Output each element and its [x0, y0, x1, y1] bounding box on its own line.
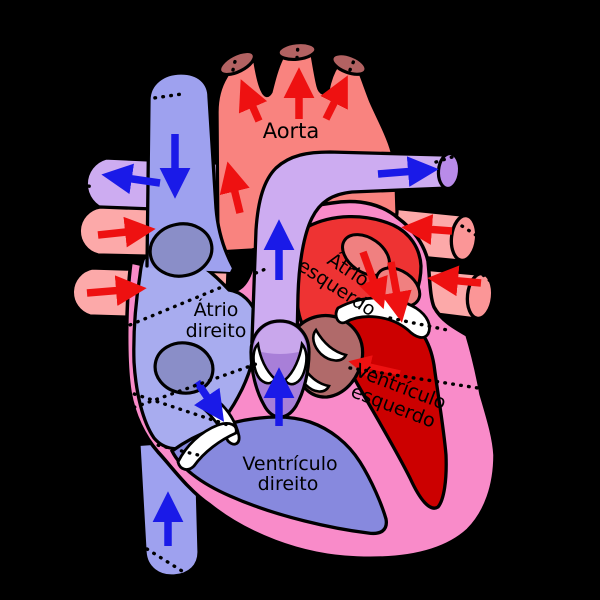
- oxygenated-flow-arrows: [86, 67, 482, 378]
- leader-svc: [145, 92, 184, 101]
- leader-aorta-cap-2: [295, 43, 300, 60]
- aortic-valve-leaflet-1: [311, 327, 348, 362]
- superior-vena-cava-outline: [145, 71, 235, 269]
- leader-aorta-cap-1: [231, 55, 238, 72]
- leader-aorta-cap-3: [348, 56, 357, 72]
- leader-aortic-valve-right: [348, 366, 480, 390]
- flow-arrow-right-vein-upper-in: [401, 214, 453, 245]
- flow-arrow-right-pa-out: [377, 156, 439, 187]
- label-right-atrium-line1: Átrio: [194, 298, 239, 321]
- leader-lines: [55, 43, 502, 573]
- label-right-ventricle-line2: direito: [258, 473, 319, 495]
- leader-mitral-right: [388, 316, 454, 333]
- flow-arrow-tricuspid-down: [193, 379, 225, 422]
- flow-arrow-left-vein-upper-in: [97, 216, 156, 248]
- flow-arrow-aorta-body-up: [219, 161, 250, 214]
- pulmonary-valve-highlight: [254, 323, 306, 354]
- inferior-vena-cava-outline: [137, 440, 201, 578]
- flow-arrow-aortic-valve-left: [348, 355, 401, 378]
- aorta-branch-cap-1: [218, 49, 256, 77]
- label-right-atrium-line2: direito: [186, 320, 247, 342]
- leader-pulmonary-valve: [102, 362, 258, 420]
- flow-arrow-left-vein-lower-in: [86, 275, 147, 306]
- flow-arrow-left-atrium-2: [381, 261, 412, 323]
- label-right-ventricle-line1: Ventrículo: [242, 453, 337, 475]
- right-ventricle: [169, 415, 388, 536]
- vena-cava-opening-oval-upper: [148, 222, 214, 278]
- deoxygenated-flow-arrows: [101, 134, 439, 546]
- leader-ivc: [145, 547, 184, 573]
- leader-right-vein-lower-cap: [475, 268, 502, 291]
- leader-tricuspid-upper: [102, 382, 230, 427]
- flow-arrow-left-pa-out: [101, 163, 161, 195]
- flow-arrow-right-vein-lower-in: [427, 265, 482, 297]
- flow-arrow-aorta-branch-3: [320, 75, 348, 121]
- leader-atrium-diagonal: [106, 266, 270, 336]
- leader-right-vein-upper-cap: [460, 224, 490, 245]
- label-aorta: Aorta: [263, 119, 320, 143]
- leader-pa-cap: [434, 152, 464, 164]
- leader-tricuspid-lower: [94, 428, 200, 457]
- leader-left-pa: [55, 179, 96, 189]
- tricuspid-valve-leaflet-lower: [176, 422, 238, 471]
- right-pulmonary-vein-upper-cap: [449, 213, 479, 263]
- flow-arrow-left-atrium-1: [358, 250, 388, 310]
- aorta-branch-cap-3: [330, 52, 368, 76]
- flow-arrow-aorta-branch-1: [238, 79, 268, 123]
